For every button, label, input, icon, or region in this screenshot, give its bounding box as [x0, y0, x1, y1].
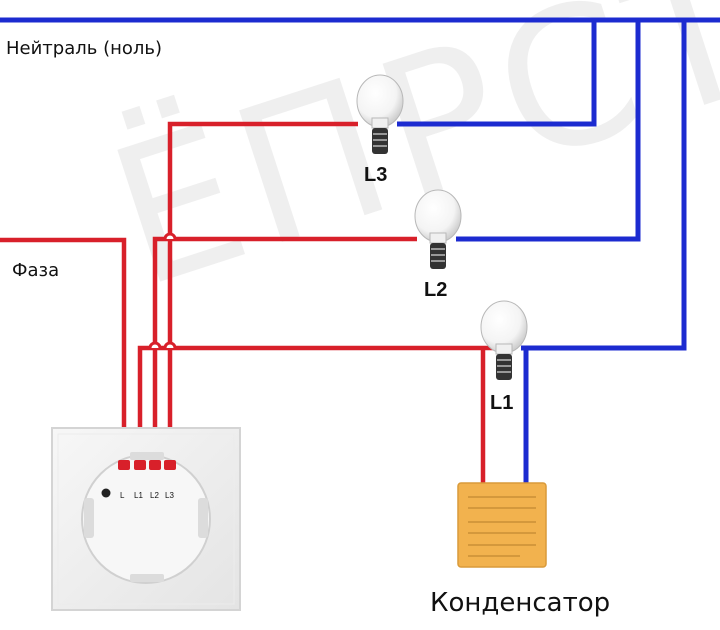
capacitor [457, 482, 547, 568]
terminal-label-l3: L3 [165, 491, 174, 500]
terminal-screw-l [118, 460, 130, 470]
capacitor-body [457, 482, 547, 568]
neutral-wire-l1 [521, 20, 687, 351]
indicator-dot [101, 488, 111, 498]
wire-crossings [148, 232, 177, 349]
terminal-screw-l3 [164, 460, 176, 470]
bulb-socket [372, 128, 388, 154]
terminal-screw-l1 [134, 460, 146, 470]
lamp-l2 [414, 189, 462, 269]
neutral-wire-l2 [456, 20, 641, 242]
terminal-label-l2: L2 [150, 491, 159, 500]
bulb-socket [430, 243, 446, 269]
capacitor-label: Конденсатор [430, 588, 611, 618]
lamp-label-l2: L2 [424, 279, 448, 301]
lamp-l3 [356, 74, 404, 154]
lamp-label-l3: L3 [364, 164, 388, 186]
switch-mechanism [81, 454, 211, 584]
wire-l3 [167, 121, 358, 462]
terminal-label-l1: L1 [134, 491, 143, 500]
neutral-label: Нейтраль (ноль) [6, 38, 163, 59]
neutral-wires [0, 17, 720, 483]
terminal-screw-l2 [149, 460, 161, 470]
lamp-label-l1: L1 [490, 392, 514, 414]
wire-l2 [152, 236, 417, 462]
phase-input-wire [0, 237, 127, 462]
phase-wires [0, 121, 500, 483]
lamp-l1 [480, 300, 528, 380]
terminal-label-l: L [120, 491, 125, 500]
wall-switch [51, 427, 241, 611]
wire-l1 [137, 345, 500, 462]
phase-label: Фаза [12, 260, 60, 281]
bulb-socket [496, 354, 512, 380]
neutral-wire-l3 [397, 20, 597, 127]
